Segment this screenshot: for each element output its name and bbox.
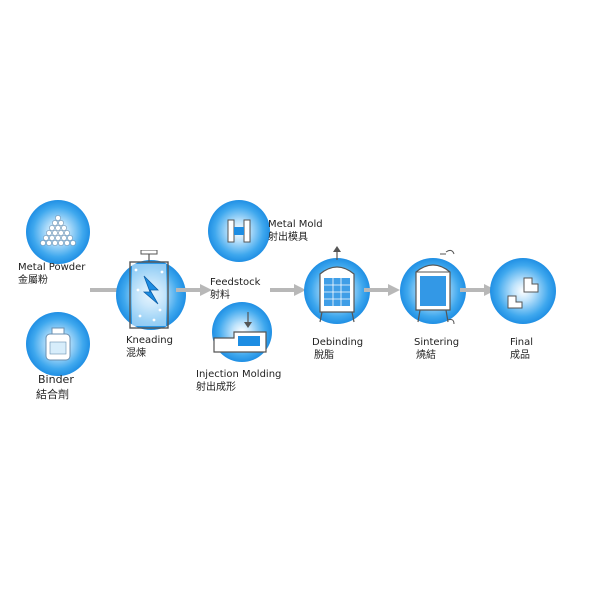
flow-arrow-4: [364, 284, 400, 296]
injection-molding-label-en: Injection Molding: [196, 369, 282, 380]
metal-mold-label-zh: 射出模具: [268, 232, 308, 243]
metal-powder-label-zh: 金屬粉: [18, 275, 48, 286]
debinding-furnace-icon: [319, 246, 355, 323]
metal-powder-label-en: Metal Powder: [18, 262, 86, 273]
flow-arrow-2: [176, 284, 212, 296]
final-circle: [490, 258, 556, 324]
node-metal-powder: Metal Powder 金屬粉: [16, 200, 106, 290]
node-final: Final 成品: [490, 258, 570, 368]
metal-mold-label-en: Metal Mold: [268, 219, 323, 230]
final-label-en: Final: [510, 337, 534, 348]
flow-arrow-3: [270, 284, 306, 296]
metal-powder-circle: [26, 200, 90, 264]
sintering-label-zh: 燒結: [416, 350, 436, 361]
injection-machine-icon: [213, 312, 267, 353]
kneader-icon: [129, 250, 169, 329]
bottle-icon: [45, 327, 71, 361]
kneading-label-zh: 混煉: [126, 348, 146, 359]
node-debinding: Debinding 脫脂: [300, 244, 380, 364]
kneading-label-en: Kneading: [126, 335, 173, 346]
feedstock-label-en: Feedstock: [210, 277, 261, 288]
final-label-zh: 成品: [510, 350, 530, 361]
finished-parts-icon: [507, 277, 539, 309]
node-kneading: Kneading 混煉: [114, 250, 194, 370]
binder-label-zh: 結合劑: [36, 388, 69, 401]
sintering-label-en: Sintering: [414, 337, 460, 348]
injection-molding-label-zh: 射出成形: [196, 382, 236, 393]
metal-mold-circle: [208, 200, 270, 262]
node-injection-molding: Injection Molding 射出成形: [196, 300, 316, 400]
binder-circle: [26, 312, 90, 376]
node-metal-mold: Metal Mold 射出模具: [206, 200, 326, 264]
node-sintering: Sintering 燒結: [396, 244, 476, 364]
mold-icon: [227, 219, 251, 243]
sintering-furnace-icon: [415, 249, 455, 325]
debinding-label-en: Debinding: [312, 337, 364, 348]
feedstock-label-zh: 射料: [210, 290, 230, 301]
node-binder: Binder 結合劑: [18, 312, 108, 412]
debinding-label-zh: 脫脂: [314, 350, 334, 361]
binder-label-en: Binder: [38, 373, 74, 386]
powder-pile-icon: [40, 215, 76, 246]
